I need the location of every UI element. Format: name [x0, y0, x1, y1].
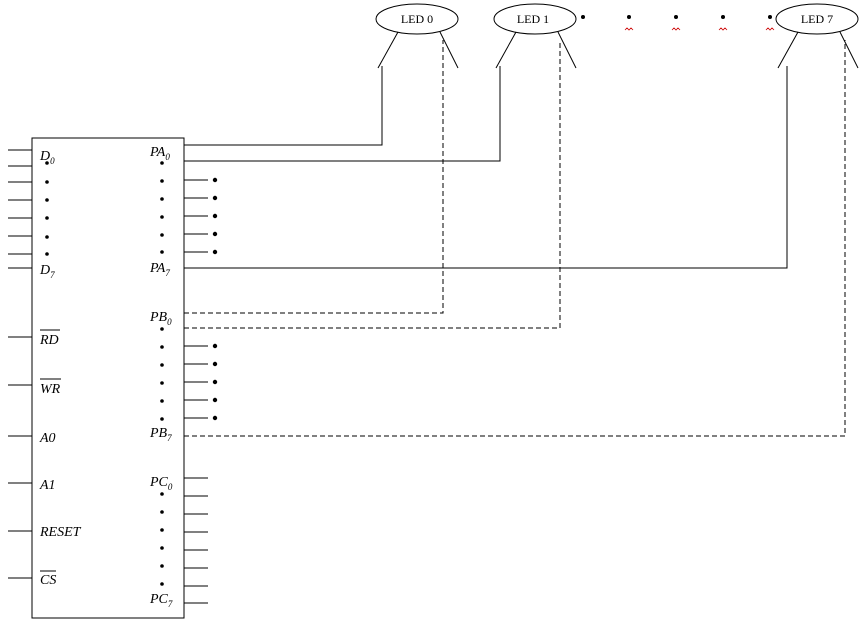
led-7-left-lead	[777, 31, 799, 69]
wire-pb0-led0	[184, 40, 444, 314]
pin-label-reset: RESET	[39, 525, 82, 540]
pin-label-pb7: PB7	[149, 426, 172, 443]
led-0-label: LED 0	[401, 12, 433, 26]
port-ellipsis-dots	[160, 161, 164, 586]
led-0-right-lead	[439, 31, 459, 69]
led-1-left-lead	[495, 31, 517, 69]
pin-label-a0: A0	[39, 431, 56, 446]
data-bus-ellipsis-dots	[45, 161, 49, 256]
led-0: LED 0	[375, 3, 459, 69]
wire-pb7-led7	[184, 40, 846, 437]
led-1-right-lead	[557, 31, 577, 69]
pin-label-d0: D0	[39, 149, 55, 166]
pin-label-pc0: PC0	[149, 475, 173, 492]
pin-label-wr: WR	[40, 382, 61, 397]
port-a-pin-stubs	[184, 144, 208, 269]
wire-pa0-led0	[184, 66, 383, 146]
led-0-body	[375, 3, 459, 35]
wire-pa1-led1	[184, 66, 501, 162]
led-1-label: LED 1	[517, 12, 549, 26]
spellcheck-squiggles	[624, 27, 775, 31]
pin-label-pb0: PB0	[149, 310, 172, 327]
port-b-ellipsis-dots	[212, 343, 218, 421]
pin-label-rd: RD	[39, 333, 59, 348]
pin-label-pa0: PA0	[149, 145, 170, 162]
led-7-body	[775, 3, 859, 35]
control-pin-stubs	[8, 336, 32, 579]
port-c-pin-stubs	[184, 477, 208, 604]
led-7-label: LED 7	[801, 12, 833, 26]
port-a-ellipsis-dots	[212, 177, 218, 255]
led-7-right-lead	[839, 31, 859, 69]
pin-label-pa7: PA7	[149, 261, 170, 278]
led-1-body	[493, 3, 577, 35]
led-1: LED 1	[493, 3, 577, 69]
chip-8255-body	[31, 137, 185, 619]
led-0-left-lead	[377, 31, 399, 69]
port-b-pin-stubs	[184, 345, 208, 419]
pin-label-a1: A1	[39, 478, 56, 493]
anode-wires	[184, 66, 788, 269]
cathode-wires	[184, 40, 846, 437]
pin-label-d7: D7	[39, 263, 55, 280]
pin-label-cs: CS	[40, 573, 56, 588]
pin-label-pc7: PC7	[149, 592, 173, 609]
wire-pa7-led7	[184, 66, 788, 269]
wire-pb1-led1	[184, 40, 561, 329]
led-7: LED 7	[775, 3, 859, 69]
data-bus-pin-stubs	[8, 149, 32, 269]
led-ellipsis-dots	[581, 15, 772, 19]
